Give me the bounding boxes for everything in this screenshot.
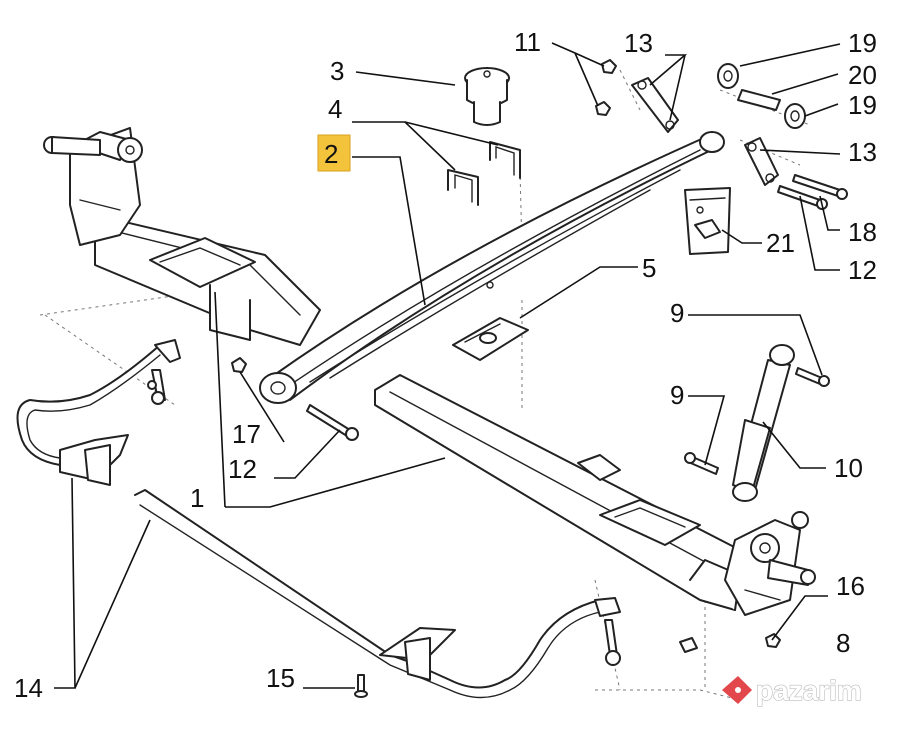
callout-14: 14 [14, 673, 43, 703]
callout-16: 16 [836, 571, 865, 601]
shock-absorber [732, 344, 795, 502]
callout-12-right: 12 [848, 255, 877, 285]
u-bolts [447, 141, 521, 206]
anti-roll-bar-right [134, 489, 621, 699]
bump-stop [464, 67, 510, 126]
bushings [717, 63, 806, 129]
watermark: pazarim [722, 674, 862, 707]
callout-21: 21 [766, 228, 795, 258]
callout-11: 11 [514, 27, 541, 57]
pazarim-logo-icon [722, 676, 752, 704]
small-nuts-bottom [679, 633, 781, 653]
leaf-spring [259, 131, 725, 404]
nut-left [231, 357, 247, 373]
callout-18: 18 [848, 217, 877, 247]
callout-15: 15 [266, 663, 295, 693]
hardware-bag [684, 187, 731, 255]
callout-10: 10 [834, 453, 863, 483]
shackle-lower [744, 137, 779, 186]
callout-8: 8 [836, 628, 850, 658]
bolts-right [777, 174, 848, 210]
callout-13-upper: 13 [624, 28, 653, 58]
bolt-15 [354, 674, 368, 698]
bolt-lower-shock [684, 452, 719, 475]
callout-19-lower: 19 [848, 90, 877, 120]
spring-plate [452, 317, 529, 361]
callout-9-upper: 9 [670, 298, 684, 328]
shackle-upper [631, 77, 679, 133]
bolt-upper-shock [795, 367, 830, 387]
leader-lines [54, 42, 841, 689]
callout-5: 5 [642, 253, 656, 283]
anti-roll-bar-left [16, 339, 181, 486]
hub-right [724, 511, 816, 616]
callout-9-lower: 9 [670, 380, 684, 410]
bolt-left [306, 404, 359, 441]
callout-4: 4 [328, 94, 342, 124]
highlight-box [317, 134, 351, 172]
callout-3: 3 [330, 56, 344, 86]
callout-labels: 1 2 3 4 5 8 9 9 10 11 12 12 13 13 14 15 … [14, 27, 877, 703]
callout-13-lower: 13 [848, 137, 877, 167]
nuts [595, 59, 617, 116]
callout-17: 17 [232, 419, 261, 449]
watermark-text: pazarim [756, 675, 862, 706]
callout-2: 2 [324, 139, 338, 169]
callout-12-left: 12 [228, 454, 257, 484]
hub-left [43, 127, 143, 246]
axle-beam-left [94, 214, 321, 346]
callout-19-upper: 19 [848, 28, 877, 58]
callout-1: 1 [190, 483, 204, 513]
callout-20: 20 [848, 60, 877, 90]
